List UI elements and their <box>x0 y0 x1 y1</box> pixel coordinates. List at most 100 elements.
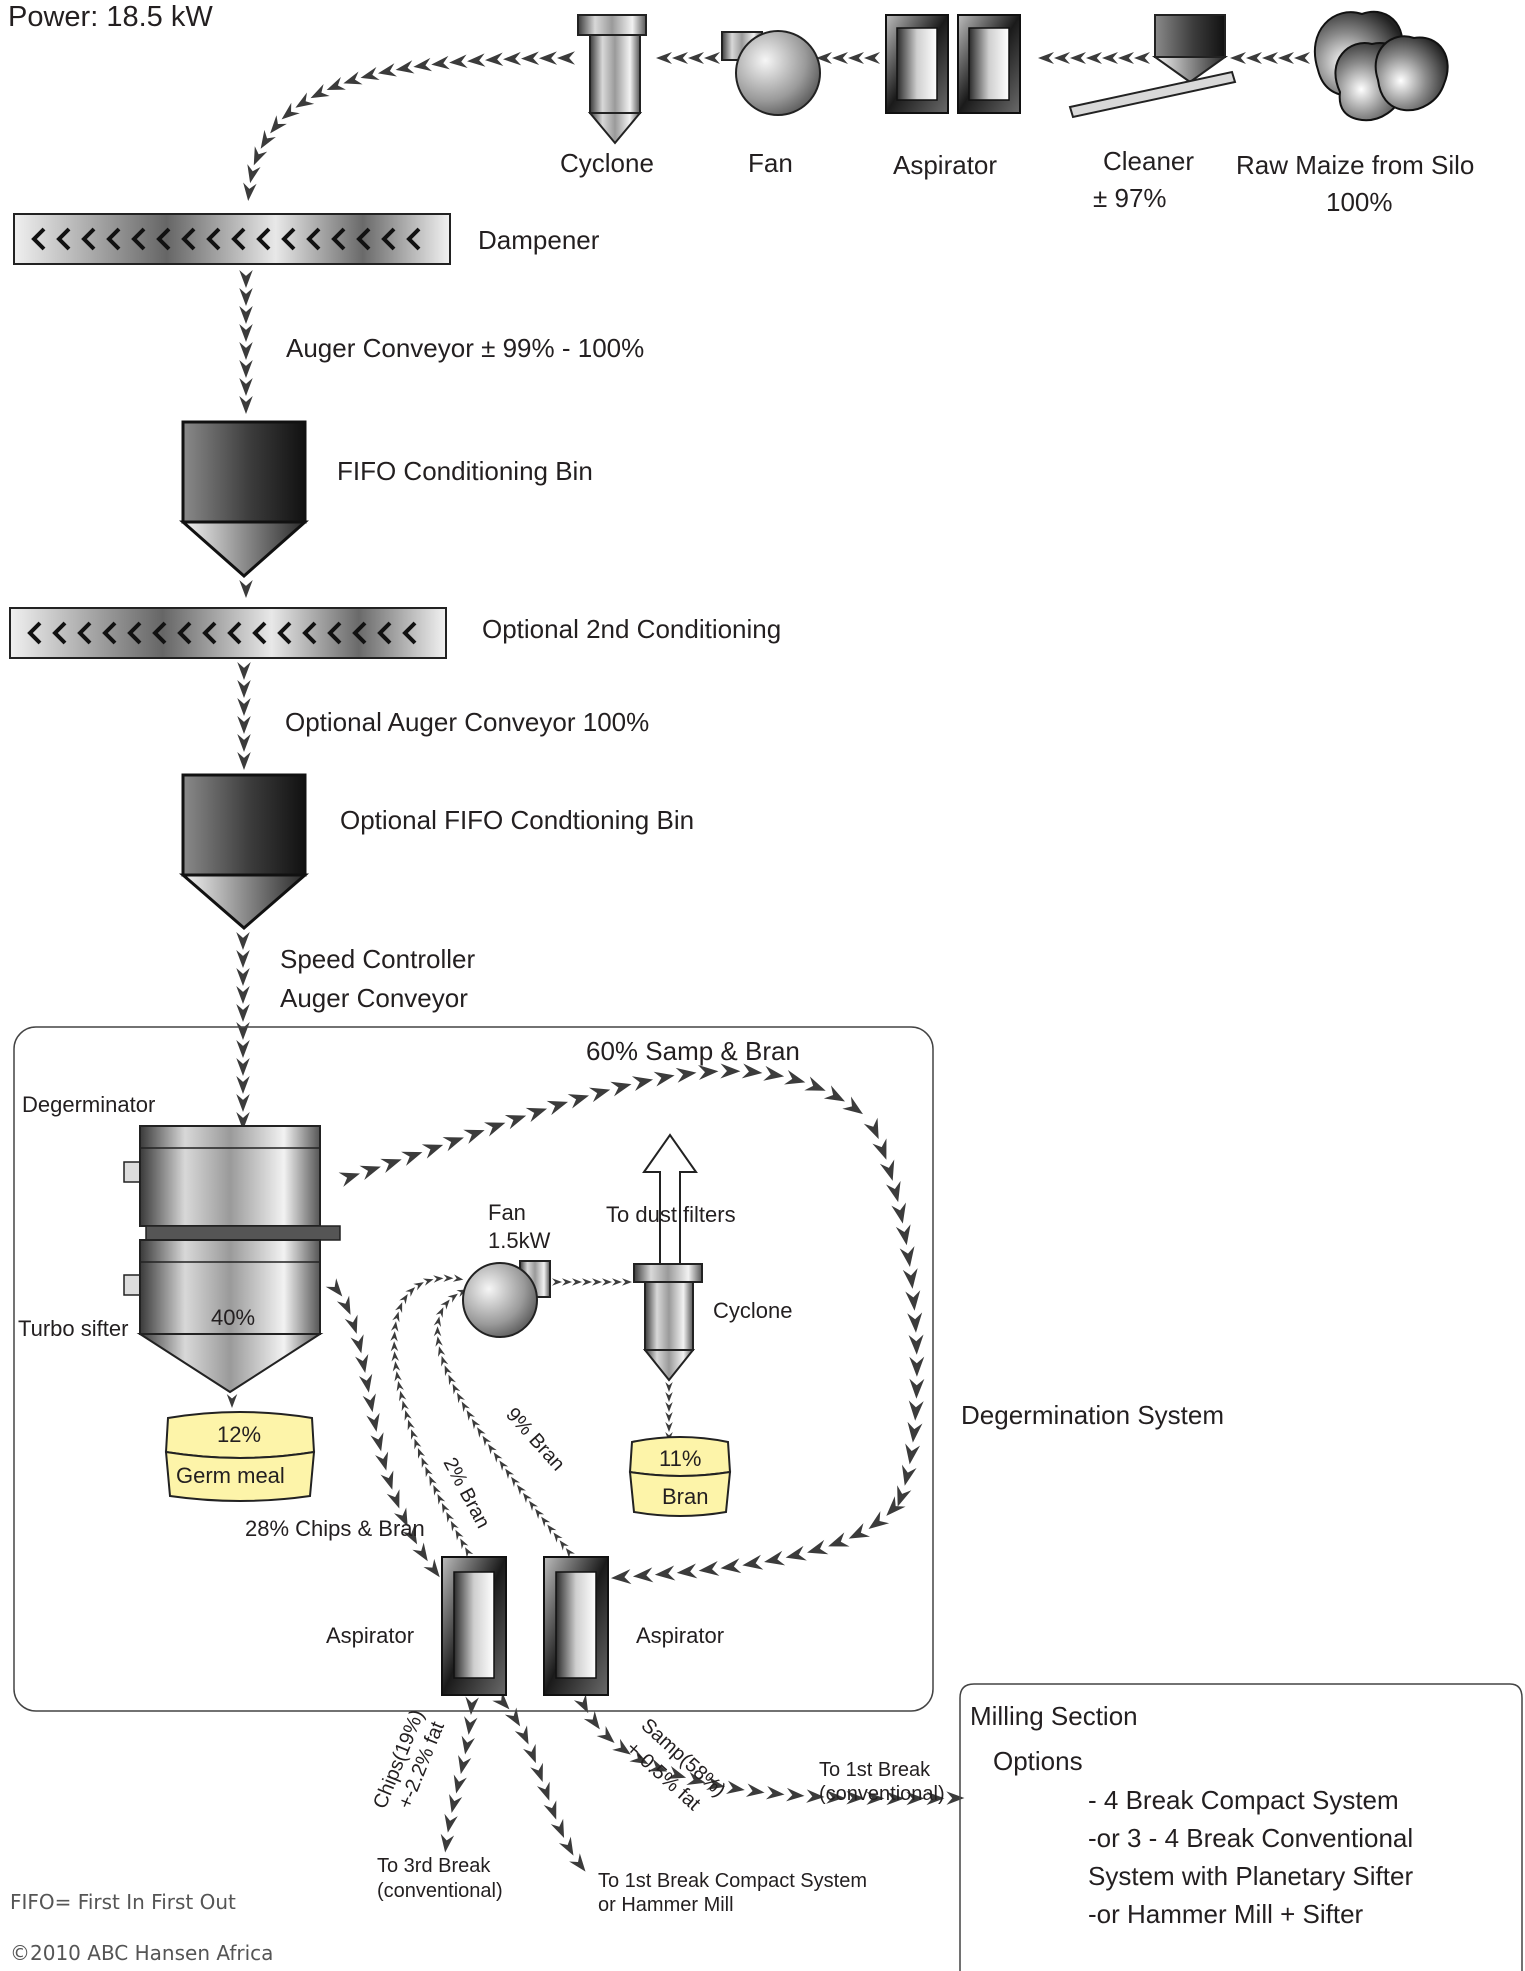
flow-arrow <box>905 1443 921 1465</box>
milling-section-box <box>959 1683 1523 1971</box>
flow-arrow <box>441 1503 450 1514</box>
chevron-icon <box>402 621 417 645</box>
fan-degermination <box>462 1260 551 1338</box>
flow-arrow <box>832 52 848 64</box>
flow-arrow <box>390 1341 399 1352</box>
flow-arrow <box>558 1836 574 1856</box>
flow-arrow <box>464 1716 478 1735</box>
flow-arrow <box>359 1165 381 1181</box>
flow-arrow <box>622 1278 632 1286</box>
flow-arrow <box>239 324 253 342</box>
fifo-bin-label: FIFO Conditioning Bin <box>337 456 593 486</box>
flow-arrow <box>632 1567 654 1583</box>
footer-fifo-definition: FIFO= First In First Out <box>10 1890 236 1914</box>
chevron-icon <box>202 621 217 645</box>
flow-arrow <box>745 1783 765 1797</box>
raw-maize-label: Raw Maize from Silo <box>1236 150 1474 180</box>
optional-fifo-bin <box>178 773 310 930</box>
chips-bran-label: 28% Chips & Bran <box>245 1516 425 1541</box>
fan-mid-label: Fan <box>488 1200 526 1225</box>
flow-arrow <box>350 1334 364 1354</box>
flow-arrow <box>804 1076 826 1091</box>
flow-arrow <box>909 1356 925 1377</box>
flow-arrow <box>511 1476 520 1488</box>
flow-arrow <box>864 52 880 64</box>
bran-9-label: 9% Bran <box>501 1404 569 1476</box>
flow-arrow <box>395 1302 403 1313</box>
flow-arrow <box>281 102 300 120</box>
flow-arrow <box>484 1122 506 1137</box>
flow-arrow <box>477 1427 486 1438</box>
flow-arrow <box>1134 52 1150 64</box>
flow-arrow <box>392 1361 401 1372</box>
milling-option-1: - 4 Break Compact System <box>1088 1785 1399 1815</box>
flow-arrow <box>675 1067 697 1083</box>
dust-filters-label: To dust filters <box>606 1202 736 1227</box>
flow-arrow <box>550 1818 565 1838</box>
flow-arrow <box>504 1115 527 1130</box>
flow-arrow <box>355 1353 369 1373</box>
flow-arrow <box>665 1422 673 1432</box>
flow-arrow <box>237 680 251 698</box>
flow-arrow <box>236 986 250 1004</box>
flow-arrow <box>906 1791 925 1806</box>
flow-arrow <box>536 1781 550 1801</box>
aspirator-top <box>885 14 1021 114</box>
flow-arrow <box>1230 52 1246 64</box>
flow-arrow <box>358 1373 373 1393</box>
flow-arrow <box>522 1492 532 1504</box>
cyclone-degermination <box>633 1263 703 1382</box>
dampener-label: Dampener <box>478 225 600 255</box>
bran-label: Bran <box>662 1484 708 1509</box>
flow-arrow <box>505 1468 515 1479</box>
third-break-label: To 3rd Break <box>377 1855 491 1877</box>
flow-arrow <box>654 1565 676 1581</box>
flow-arrow <box>239 306 253 324</box>
flow-arrow <box>676 1563 698 1579</box>
flow-arrow <box>453 1774 467 1794</box>
flow-arrow <box>237 716 251 734</box>
chevron-icon <box>52 621 67 645</box>
chevron-icon <box>327 621 342 645</box>
flow-arrow <box>407 1419 415 1431</box>
bran-bag <box>628 1436 732 1517</box>
flow-arrow <box>370 1432 384 1452</box>
flow-arrow <box>380 1470 394 1490</box>
flow-arrow <box>390 1321 399 1332</box>
flow-arrow <box>807 1539 829 1555</box>
flow-arrow <box>393 1507 408 1527</box>
flow-arrow <box>362 1393 376 1413</box>
optional-auger-label: Optional Auger Conveyor 100% <box>285 707 649 737</box>
flow-arrow <box>720 1063 741 1079</box>
flow-arrow <box>572 1278 582 1286</box>
flow-arrow <box>826 1790 845 1804</box>
flow-arrow <box>463 1129 485 1144</box>
cyclone-mid-label: Cyclone <box>713 1298 792 1323</box>
turbo-sifter-label: Turbo sifter <box>18 1316 128 1341</box>
flow-arrow <box>433 1275 444 1283</box>
flow-arrow <box>236 932 250 950</box>
chevron-icon <box>281 227 296 251</box>
bran-percent: 11% <box>659 1446 701 1471</box>
flow-arrow <box>310 83 330 99</box>
aspirator-right <box>543 1556 609 1696</box>
flow-arrow <box>429 1475 437 1487</box>
flow-arrow <box>343 71 363 85</box>
flow-arrow <box>886 1496 906 1516</box>
aspirator-left <box>441 1556 507 1696</box>
flow-arrow <box>553 1532 563 1543</box>
flow-arrow <box>629 1749 649 1765</box>
flow-arrow <box>1246 52 1262 64</box>
raw-maize-percent: 100% <box>1326 187 1393 217</box>
flow-arrow <box>516 1484 526 1496</box>
flow-arrow <box>375 1451 389 1471</box>
milling-options-label: Options <box>993 1746 1083 1776</box>
maize-kernels-icon <box>1313 11 1449 122</box>
flow-arrow <box>457 1392 465 1404</box>
flow-arrow <box>565 1548 575 1559</box>
flow-arrow <box>435 1336 443 1347</box>
chevron-icon <box>152 621 167 645</box>
flow-arrow <box>410 1429 419 1440</box>
chevron-icon <box>256 227 271 251</box>
flow-arrow <box>402 1525 418 1545</box>
